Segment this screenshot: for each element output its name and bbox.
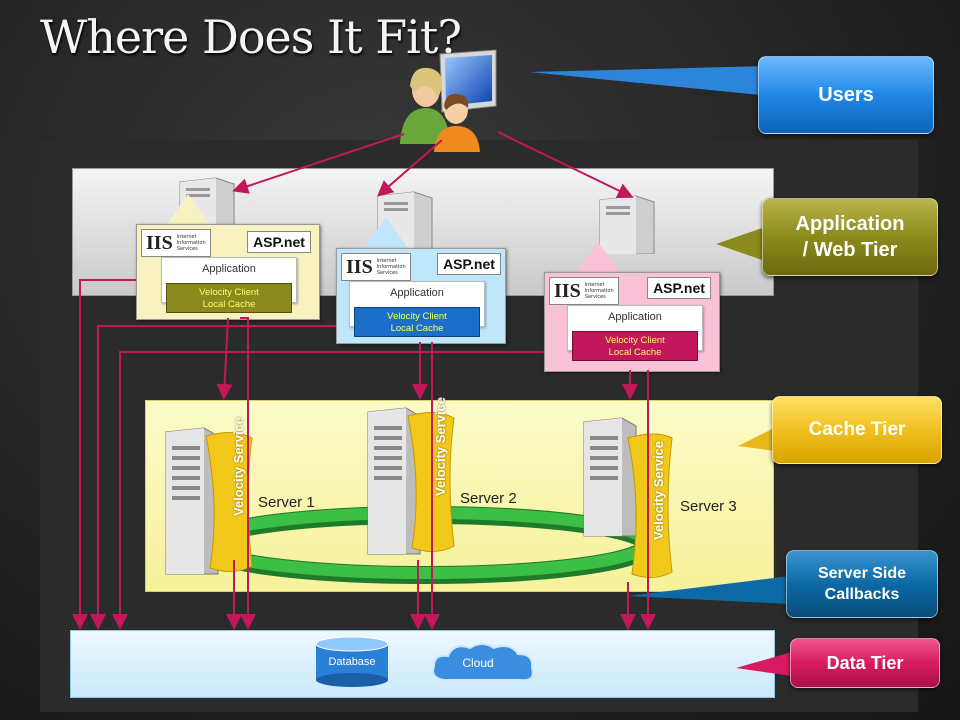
client-line-2: Local Cache [390,323,444,334]
cache-tier-button[interactable]: Cache Tier [772,396,942,464]
callout-pointer [364,218,408,248]
iis-logo: IIS Internet Information Services [341,253,411,281]
users-button-label: Users [818,83,874,106]
app-tier-line-2: / Web Tier [802,239,898,261]
iis-subtitle: Internet Information Services [584,282,614,300]
aspnet-logo: ASP.net [647,277,711,299]
database-label: Database [328,656,376,668]
velocity-client-badge: Velocity Client Local Cache [354,307,480,337]
cache-tier-wedge [738,424,782,452]
data-tier-label: Data Tier [826,652,904,673]
arrow-user-to-server-2 [376,139,443,197]
app-web-tier-button[interactable]: Application / Web Tier [762,198,938,276]
cache-server-3 [582,416,682,586]
arrow-user-to-server-3 [497,131,634,198]
users-wedge [530,66,770,96]
cache-tier-label: Cache Tier [808,419,906,440]
iis-subtitle: Internet Information Services [376,258,406,276]
cloud-label: Cloud [462,656,494,670]
client-line-1: Velocity Client [387,311,447,322]
slide-title: Where Does It Fit? [40,10,462,64]
application-panel: Application Velocity Client Local Cache [349,281,485,337]
data-tier-wedge [736,652,792,676]
iis-text: IIS [346,255,373,278]
cloud-icon [428,640,538,690]
iis-text: IIS [146,231,173,254]
application-label: Application [390,287,444,299]
callout-pointer [166,194,210,226]
iis-logo: IIS Internet Information Services [549,277,619,305]
application-panel: Application Velocity Client Local Cache [161,257,297,313]
arrow-app3-to-data [112,351,544,630]
velocity-client-badge: Velocity Client Local Cache [166,283,292,313]
server-side-callbacks-button[interactable]: Server Side Callbacks [786,550,938,618]
users-icon [398,48,498,158]
arrow-app1-callback [240,317,256,630]
server-label: Server 2 [460,490,517,507]
arrow-app1-to-cache [216,317,233,400]
client-line-2: Local Cache [202,299,256,310]
callbacks-wedge [628,576,790,604]
client-line-1: Velocity Client [605,335,665,346]
callout-pointer [576,242,620,272]
app-box-1: IIS Internet Information Services ASP.ne… [136,224,320,320]
client-line-1: Velocity Client [199,287,259,298]
app-tier-line-1: Application [795,213,905,235]
users-button[interactable]: Users [758,56,934,134]
iis-logo: IIS Internet Information Services [141,229,211,257]
application-panel: Application Velocity Client Local Cache [567,305,703,361]
application-label: Application [202,263,256,275]
data-tier-band [70,630,775,698]
server-label: Server 1 [258,494,315,511]
iis-text: IIS [554,279,581,302]
app-box-2: IIS Internet Information Services ASP.ne… [336,248,506,344]
iis-subtitle: Internet Information Services [176,234,206,252]
app-box-3: IIS Internet Information Services ASP.ne… [544,272,720,372]
server-label: Server 3 [680,498,737,515]
database-icon [314,636,390,692]
aspnet-logo: ASP.net [247,231,311,253]
velocity-client-badge: Velocity Client Local Cache [572,331,698,361]
arrow-user-to-server-1 [232,133,405,194]
aspnet-logo: ASP.net [437,253,501,275]
client-line-2: Local Cache [608,347,662,358]
web-server-icon [596,194,656,258]
arrow-app1-to-data [72,279,136,630]
arrow-app2-to-data [90,325,336,630]
app-tier-wedge [716,226,768,262]
callbacks-line-1: Server Side [817,565,907,582]
data-tier-button[interactable]: Data Tier [790,638,940,688]
callbacks-line-2: Callbacks [824,586,900,603]
application-label: Application [608,311,662,323]
